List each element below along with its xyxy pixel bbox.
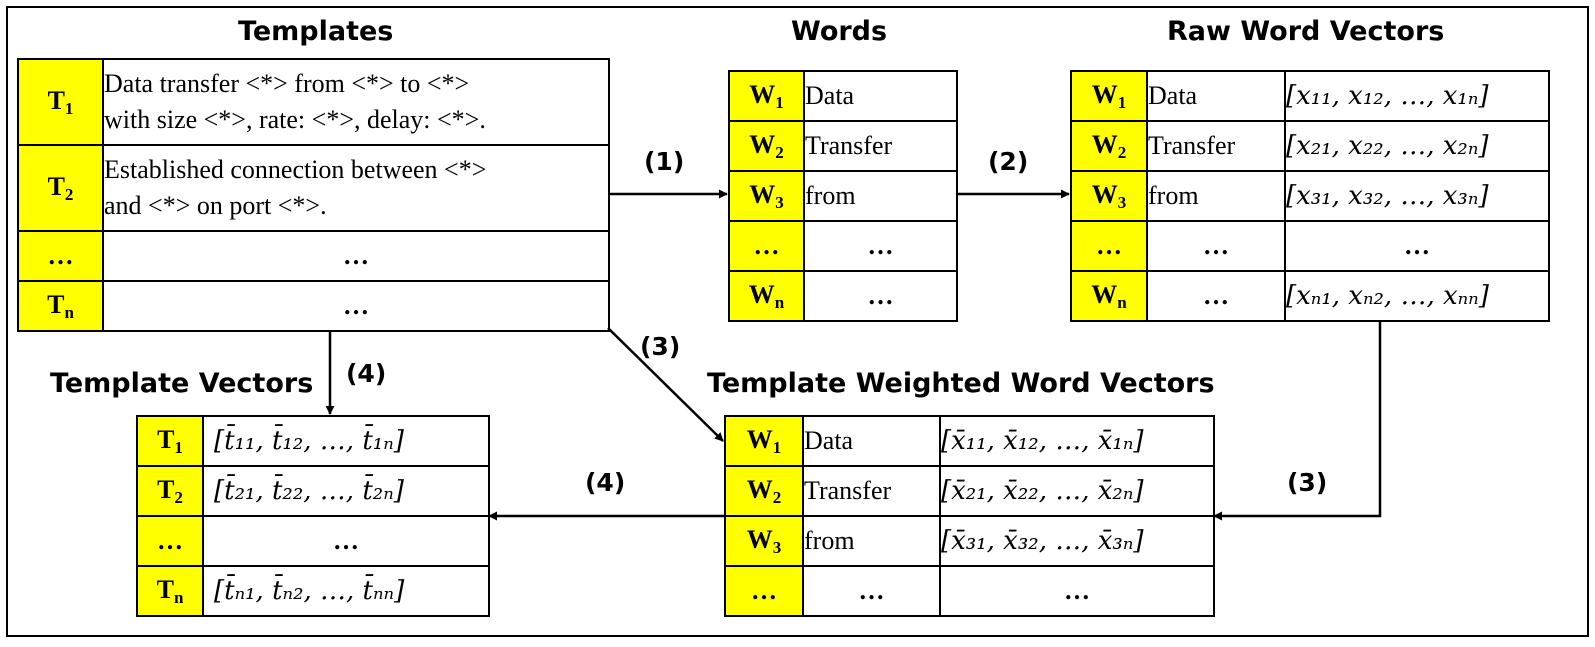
template-vectors-table: T1 [t̄₁₁, t̄₁₂, …, t̄₁ₙ] T2 [t̄₂₁, t̄₂₂,… (136, 415, 490, 617)
table-row: T1 Data transfer <*> from <*> to <*>with… (17, 58, 610, 146)
table-row: … … (728, 220, 958, 272)
raw-vector: [x₃₁, x₃₂, …, x₃ₙ] (1284, 170, 1550, 222)
raw-vector: … (1284, 220, 1550, 272)
word-text: from (802, 515, 941, 567)
template-key: Tn (136, 565, 204, 617)
template-vector: [t̄₂₁, t̄₂₂, …, t̄₂ₙ] (202, 465, 490, 517)
step-4-label: (4) (346, 359, 387, 388)
table-row: … … (136, 515, 490, 567)
template-vector: [t̄₁₁, t̄₁₂, …, t̄₁ₙ] (202, 415, 490, 467)
raw-vector: [xₙ₁, xₙ₂, …, xₙₙ] (1284, 270, 1550, 322)
template-key: T2 (17, 144, 104, 232)
word-text: … (803, 220, 958, 272)
template-vector: [t̄ₙ₁, t̄ₙ₂, …, t̄ₙₙ] (202, 565, 490, 617)
template-text: Established connection between <*>and <*… (102, 144, 610, 232)
template-key: T1 (17, 58, 104, 146)
word-text: Transfer (802, 465, 941, 517)
table-row: W1 Data [x₁₁, x₁₂, …, x₁ₙ] (1070, 70, 1550, 122)
weighted-vector: [x̄₃₁, x̄₃₂, …, x̄₃ₙ] (939, 515, 1215, 567)
word-text: from (803, 170, 958, 222)
table-row: Tn … (17, 280, 610, 332)
template-vector: … (202, 515, 490, 567)
table-row: W2 Transfer (728, 120, 958, 172)
word-key: W3 (728, 170, 805, 222)
template-text: Data transfer <*> from <*> to <*>with si… (102, 58, 610, 146)
table-row: W3 from [x̄₃₁, x̄₃₂, …, x̄₃ₙ] (724, 515, 1215, 567)
template-key: T2 (136, 465, 204, 517)
templates-table: T1 Data transfer <*> from <*> to <*>with… (17, 58, 610, 332)
table-row: … … … (724, 565, 1215, 617)
raw-word-vectors-heading: Raw Word Vectors (1167, 16, 1445, 47)
word-key: W3 (724, 515, 804, 567)
word-key: … (724, 565, 804, 617)
step-4-label: (4) (585, 468, 626, 497)
word-text: Data (802, 415, 941, 467)
table-row: W2 Transfer [x̄₂₁, x̄₂₂, …, x̄₂ₙ] (724, 465, 1215, 517)
word-text: Data (803, 70, 958, 122)
table-row: Tn [t̄ₙ₁, t̄ₙ₂, …, t̄ₙₙ] (136, 565, 490, 617)
weighted-vector: … (939, 565, 1215, 617)
template-vectors-heading: Template Vectors (50, 368, 314, 399)
word-text: … (803, 270, 958, 322)
table-row: W1 Data [x̄₁₁, x̄₁₂, …, x̄₁ₙ] (724, 415, 1215, 467)
word-key: … (728, 220, 805, 272)
weighted-vector: [x̄₂₁, x̄₂₂, …, x̄₂ₙ] (939, 465, 1215, 517)
step-3-label: (3) (1287, 468, 1328, 497)
word-text: Transfer (803, 120, 958, 172)
word-key: W2 (728, 120, 805, 172)
template-weighted-word-vectors-heading: Template Weighted Word Vectors (707, 368, 1215, 399)
word-key: W3 (1070, 170, 1148, 222)
diagram-frame (6, 6, 1589, 637)
word-text: Data (1146, 70, 1286, 122)
word-text: … (1146, 270, 1286, 322)
step-3-label: (3) (640, 332, 681, 361)
words-table: W1 Data W2 Transfer W3 from … … Wn … (728, 70, 958, 322)
word-text: … (802, 565, 941, 617)
word-key: Wn (728, 270, 805, 322)
word-text: from (1146, 170, 1286, 222)
table-row: T2 Established connection between <*>and… (17, 144, 610, 232)
table-row: … … … (1070, 220, 1550, 272)
raw-vector: [x₂₁, x₂₂, …, x₂ₙ] (1284, 120, 1550, 172)
words-heading: Words (791, 16, 888, 47)
word-key: W2 (1070, 120, 1148, 172)
arrow-step-3-diagonal (607, 327, 724, 442)
template-key: Tn (17, 280, 104, 332)
table-row: W3 from [x₃₁, x₃₂, …, x₃ₙ] (1070, 170, 1550, 222)
word-key: W1 (1070, 70, 1148, 122)
template-text: … (102, 280, 610, 332)
word-key: Wn (1070, 270, 1148, 322)
word-key: … (1070, 220, 1148, 272)
raw-word-vectors-table: W1 Data [x₁₁, x₁₂, …, x₁ₙ] W2 Transfer [… (1070, 70, 1550, 322)
raw-vector: [x₁₁, x₁₂, …, x₁ₙ] (1284, 70, 1550, 122)
table-row: T1 [t̄₁₁, t̄₁₂, …, t̄₁ₙ] (136, 415, 490, 467)
word-key: W1 (728, 70, 805, 122)
template-key: … (17, 230, 104, 282)
template-key: … (136, 515, 204, 567)
table-row: W2 Transfer [x₂₁, x₂₂, …, x₂ₙ] (1070, 120, 1550, 172)
table-row: Wn … [xₙ₁, xₙ₂, …, xₙₙ] (1070, 270, 1550, 322)
step-1-label: (1) (644, 147, 685, 176)
template-key: T1 (136, 415, 204, 467)
step-2-label: (2) (988, 147, 1029, 176)
weighted-word-vectors-table: W1 Data [x̄₁₁, x̄₁₂, …, x̄₁ₙ] W2 Transfe… (724, 415, 1215, 617)
word-text: … (1146, 220, 1286, 272)
table-row: W1 Data (728, 70, 958, 122)
weighted-vector: [x̄₁₁, x̄₁₂, …, x̄₁ₙ] (939, 415, 1215, 467)
table-row: … … (17, 230, 610, 282)
table-row: W3 from (728, 170, 958, 222)
table-row: Wn … (728, 270, 958, 322)
template-text: … (102, 230, 610, 282)
word-key: W2 (724, 465, 804, 517)
table-row: T2 [t̄₂₁, t̄₂₂, …, t̄₂ₙ] (136, 465, 490, 517)
templates-heading: Templates (238, 16, 394, 47)
word-text: Transfer (1146, 120, 1286, 172)
word-key: W1 (724, 415, 804, 467)
arrow-step-3-elbow (1213, 320, 1382, 521)
